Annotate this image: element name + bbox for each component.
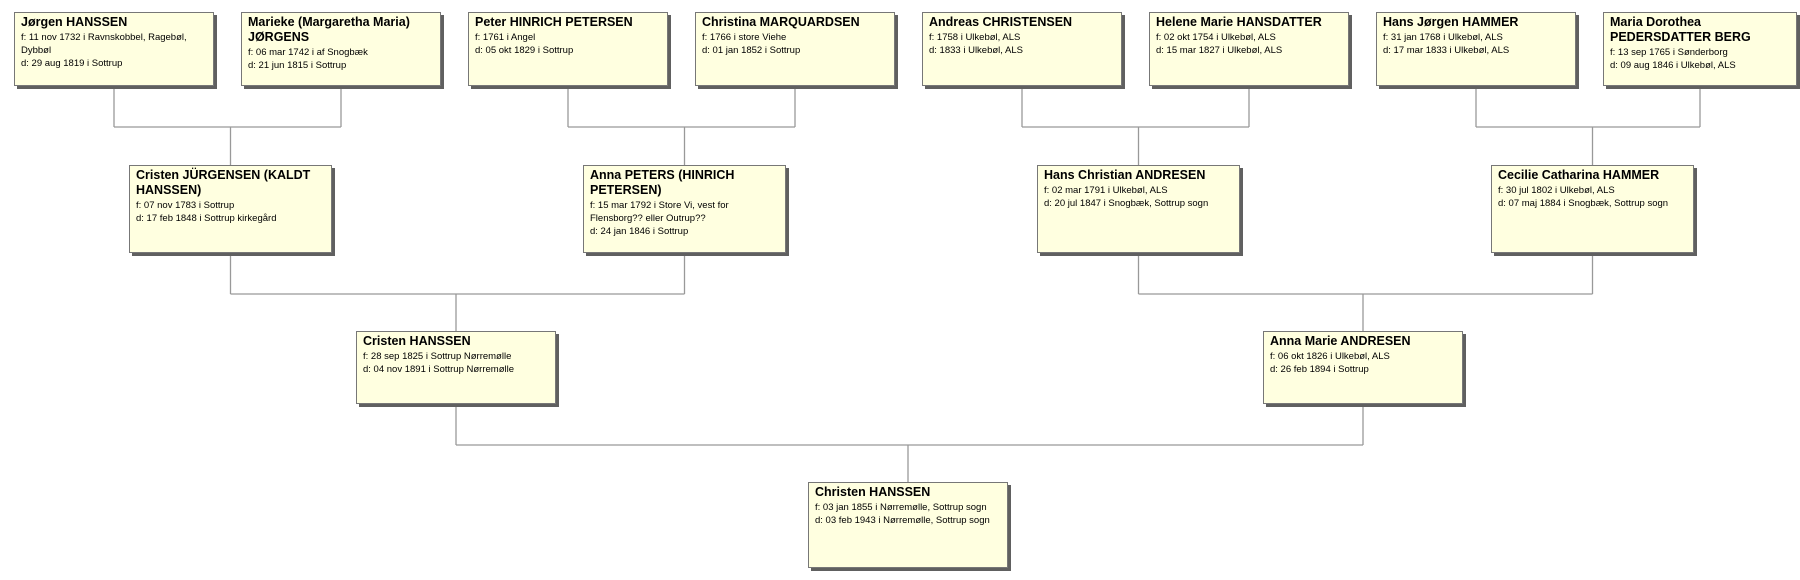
death-info: d: 17 mar 1833 i Ulkebøl, ALS [1383, 45, 1510, 56]
birth-info: f: 07 nov 1783 i Sottrup [136, 200, 235, 211]
person-box[interactable]: Cristen HANSSEN f: 28 sep 1825 i Sottrup … [356, 331, 556, 404]
death-info: d: 05 okt 1829 i Sottrup [475, 45, 574, 56]
person-box[interactable]: Cristen JÜRGENSEN (KALDT HANSSEN) f: 07 n… [129, 165, 332, 253]
person-name: Christina MARQUARDSEN [702, 15, 860, 29]
death-info: d: 24 jan 1846 i Sottrup [590, 226, 689, 237]
person-name: Maria Dorothea PEDERSDATTER BERG [1610, 15, 1751, 44]
death-info: d: 26 feb 1894 i Sottrup [1270, 364, 1369, 375]
death-info: d: 01 jan 1852 i Sottrup [702, 45, 801, 56]
birth-info: f: 13 sep 1765 i Sønderborg [1610, 47, 1728, 58]
death-info: d: 04 nov 1891 i Sottrup Nørremølle [363, 364, 515, 375]
birth-info: f: 28 sep 1825 i Sottrup Nørremølle [363, 351, 512, 362]
person-name: Jørgen HANSSEN [21, 15, 128, 29]
person-name: Cristen JÜRGENSEN (KALDT HANSSEN) [136, 168, 311, 197]
birth-info: f: 31 jan 1768 i Ulkebøl, ALS [1383, 32, 1503, 43]
person-name: Anna PETERS (HINRICH PETERSEN) [590, 168, 735, 197]
person-name: Marieke (Margaretha Maria) JØRGENS [248, 15, 410, 44]
death-info: d: 29 aug 1819 i Sottrup [21, 58, 123, 69]
person-box[interactable]: Anna PETERS (HINRICH PETERSEN) f: 15 mar … [583, 165, 786, 253]
person-name: Peter HINRICH PETERSEN [475, 15, 633, 29]
person-name: Cecilie Catharina HAMMER [1498, 168, 1660, 182]
death-info: d: 09 aug 1846 i Ulkebøl, ALS [1610, 60, 1736, 71]
birth-info: f: 03 jan 1855 i Nørremølle, Sottrup sog… [815, 502, 987, 513]
person-name: Cristen HANSSEN [363, 334, 471, 348]
person-name: Helene Marie HANSDATTER [1156, 15, 1322, 29]
person-name: Anna Marie ANDRESEN [1270, 334, 1411, 348]
birth-info: f: 1758 i Ulkebøl, ALS [929, 32, 1021, 43]
person-box[interactable]: Christen HANSSEN f: 03 jan 1855 i Nørremø… [808, 482, 1008, 568]
person-box[interactable]: Peter HINRICH PETERSEN f: 1761 i Angel d: … [468, 12, 668, 86]
death-info: d: 07 maj 1884 i Snogbæk, Sottrup sogn [1498, 198, 1669, 209]
death-info: d: 1833 i Ulkebøl, ALS [929, 45, 1023, 56]
birth-info: f: 15 mar 1792 i Store Vi, vest for Flen… [590, 200, 729, 224]
birth-info: f: 11 nov 1732 i Ravnskobbel, Ragebøl, D… [21, 32, 187, 56]
person-name: Christen HANSSEN [815, 485, 931, 499]
birth-info: f: 1761 i Angel [475, 32, 536, 43]
person-name: Andreas CHRISTENSEN [929, 15, 1073, 29]
birth-info: f: 30 jul 1802 i Ulkebøl, ALS [1498, 185, 1615, 196]
death-info: d: 20 jul 1847 i Snogbæk, Sottrup sogn [1044, 198, 1209, 209]
birth-info: f: 02 mar 1791 i Ulkebøl, ALS [1044, 185, 1168, 196]
person-box[interactable]: Anna Marie ANDRESEN f: 06 okt 1826 i Ulke… [1263, 331, 1463, 404]
person-box[interactable]: Christina MARQUARDSEN f: 1766 i store Vie… [695, 12, 895, 86]
person-name: Hans Jørgen HAMMER [1383, 15, 1519, 29]
person-box[interactable]: Helene Marie HANSDATTER f: 02 okt 1754 i … [1149, 12, 1349, 86]
person-name: Hans Christian ANDRESEN [1044, 168, 1206, 182]
death-info: d: 21 jun 1815 i Sottrup [248, 60, 347, 71]
person-box[interactable]: Maria Dorothea PEDERSDATTER BERG f: 13 se… [1603, 12, 1797, 86]
birth-info: f: 06 mar 1742 i af Snogbæk [248, 47, 368, 58]
death-info: d: 15 mar 1827 i Ulkebøl, ALS [1156, 45, 1283, 56]
death-info: d: 17 feb 1848 i Sottrup kirkegård [136, 213, 277, 224]
person-box[interactable]: Hans Christian ANDRESEN f: 02 mar 1791 i … [1037, 165, 1240, 253]
person-box[interactable]: Andreas CHRISTENSEN f: 1758 i Ulkebøl, AL… [922, 12, 1122, 86]
death-info: d: 03 feb 1943 i Nørremølle, Sottrup sog… [815, 515, 990, 526]
person-box[interactable]: Marieke (Margaretha Maria) JØRGENS f: 06 … [241, 12, 441, 86]
person-box[interactable]: Jørgen HANSSEN f: 11 nov 1732 i Ravnskobb… [14, 12, 214, 86]
birth-info: f: 02 okt 1754 i Ulkebøl, ALS [1156, 32, 1276, 43]
birth-info: f: 06 okt 1826 i Ulkebøl, ALS [1270, 351, 1390, 362]
person-box[interactable]: Cecilie Catharina HAMMER f: 30 jul 1802 i… [1491, 165, 1694, 253]
birth-info: f: 1766 i store Viehe [702, 32, 787, 43]
person-box[interactable]: Hans Jørgen HAMMER f: 31 jan 1768 i Ulkeb… [1376, 12, 1576, 86]
